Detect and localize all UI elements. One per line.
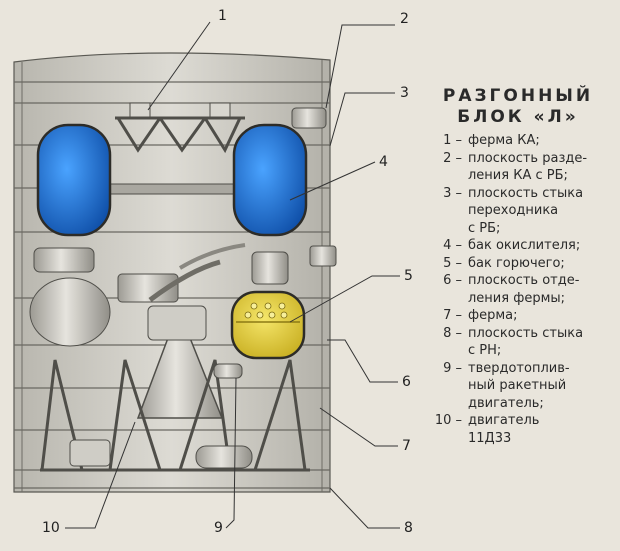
inter-tank-band [99, 183, 241, 195]
legend-item-number: 8 – [443, 325, 462, 341]
legend-item-text: плоскость стыка с РН; [468, 325, 584, 359]
legend-item-number: 6 – [443, 273, 462, 288]
callout-number-3: 3 [400, 85, 409, 101]
legend-item: 5 – бак горючего; [418, 255, 618, 273]
legend-item-number: 3 – [443, 185, 462, 201]
gas-bottle-right [251, 251, 289, 285]
legend-item: 6 – плоскость отде- ления фермы; [418, 272, 618, 307]
legend-item-number: 9 – [443, 360, 462, 376]
legend-list: 1 – ферма КА; 2 – плоскость разде- ления КА… [418, 132, 618, 447]
spacecraft-truss [115, 116, 245, 154]
legend-item: 9 – твердотоплив- ный ракетный двигатель; [418, 360, 618, 413]
legend-item-number: 2 – [443, 150, 462, 166]
title-line-2: БЛОК «Л» [457, 107, 579, 127]
callout-number-6: 6 [402, 374, 411, 390]
legend-item: 7 – ферма; [418, 307, 618, 325]
propellant-feed-block [117, 273, 179, 303]
callout-number-9: 9 [214, 520, 223, 536]
legend-item: 8 – плоскость стыка с РН; [418, 325, 618, 360]
legend-item-text: бак окислителя; [468, 238, 581, 253]
legend-item: 10 – двигатель 11Д33 [418, 412, 618, 447]
valve-block [309, 245, 337, 267]
feed-pipe [178, 243, 246, 270]
legend-item: 2 – плоскость разде- ления КА с РБ; [418, 150, 618, 185]
legend-item-text: плоскость разде- ления КА с РБ; [468, 150, 588, 184]
diagram-title: РАЗГОННЫЙ БЛОК «Л» [418, 86, 618, 128]
legend-item: 1 – ферма КА; [418, 132, 618, 150]
legend-item-text: плоскость стыка переходника с РБ; [468, 185, 584, 236]
callout-number-5: 5 [404, 268, 413, 284]
oxidizer-tank-right [232, 123, 308, 237]
oxidizer-tank-left [36, 123, 112, 237]
title-line-1: РАЗГОННЫЙ [442, 86, 594, 106]
fuel-tank [230, 290, 306, 360]
legend-item-text: ферма; [468, 308, 518, 323]
legend-item: 4 – бак окислителя; [418, 237, 618, 255]
bottom-equipment-box [69, 439, 111, 467]
left-cylinder-cap [33, 247, 95, 273]
callout-number-8: 8 [404, 520, 413, 536]
legend-item-text: плоскость отде- ления фермы; [468, 273, 580, 306]
feed-pipe [148, 259, 221, 303]
truss-mount-block [209, 102, 231, 118]
legend-item-text: твердотоплив- ный ракетный двигатель; [468, 360, 570, 411]
legend-item-number: 4 – [443, 238, 462, 253]
callout-number-7: 7 [402, 438, 411, 454]
legend-item-text: двигатель 11Д33 [468, 413, 540, 446]
legend-item-number: 7 – [443, 308, 462, 323]
callout-number-4: 4 [379, 154, 388, 170]
callout-leader-lines [65, 21, 400, 529]
legend-item-number: 10 – [434, 413, 462, 428]
legend-item-text: бак горючего; [468, 255, 565, 271]
truss-mount-block [129, 102, 151, 118]
callout-number-2: 2 [400, 11, 409, 27]
legend-panel: РАЗГОННЫЙ БЛОК «Л» 1 – ферма КА; 2 – плоско… [418, 86, 618, 447]
callout-number-1: 1 [218, 8, 227, 24]
legend-item-text: ферма КА; [468, 133, 540, 148]
lower-truss [40, 359, 310, 472]
callout-number-10: 10 [42, 520, 60, 536]
left-tank-dome [29, 277, 111, 347]
legend-item-number: 1 – [443, 133, 462, 148]
engine-turbopump [147, 305, 207, 341]
upper-pipe-fitting [291, 107, 327, 129]
solid-rocket-motor [213, 363, 243, 379]
legend-item-number: 5 – [443, 255, 462, 271]
solid-rocket-motor [195, 445, 253, 469]
legend-item: 3 – плоскость стыка переходника с РБ; [418, 185, 618, 238]
